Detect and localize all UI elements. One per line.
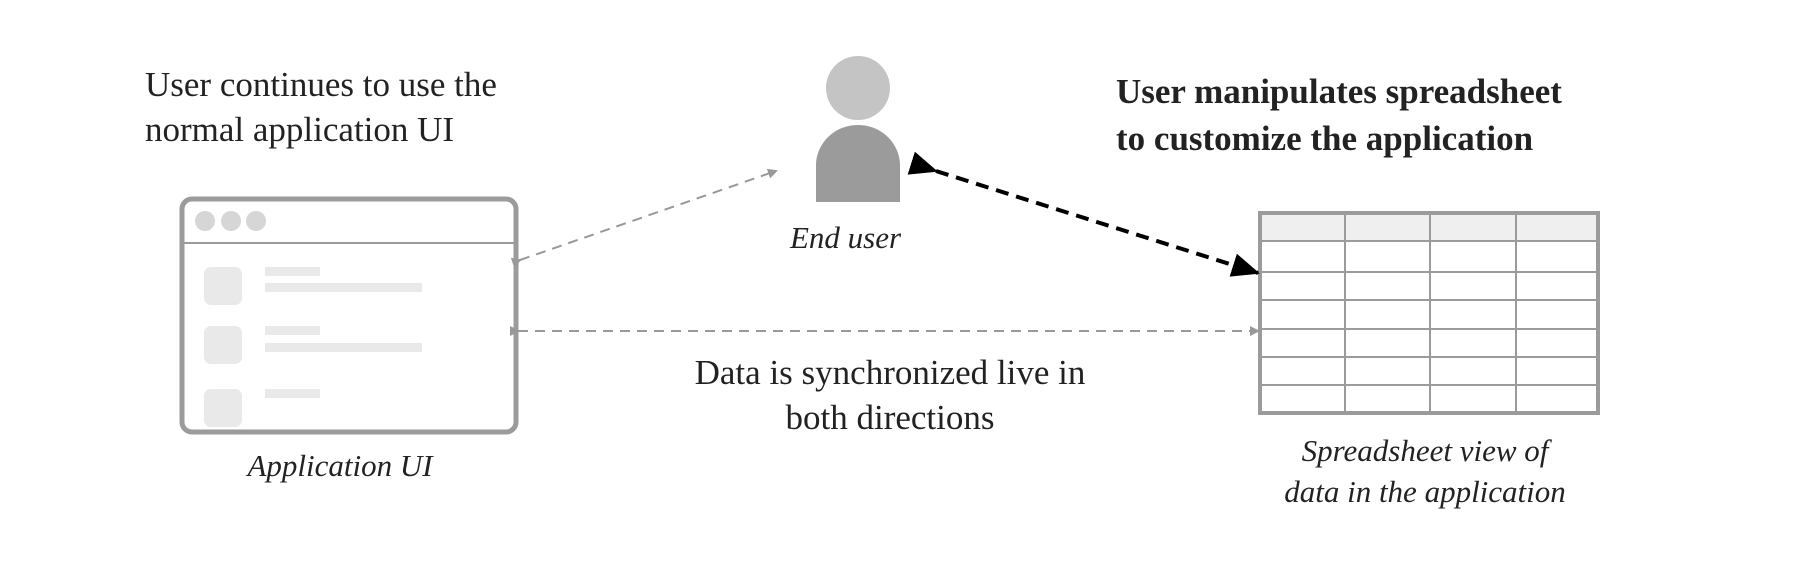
app-usage-caption-line1: User continues to use the	[145, 65, 497, 104]
window-dot-icon	[195, 211, 215, 231]
app-usage-caption-line2: normal application UI	[145, 110, 455, 149]
spreadsheet-caption: Spreadsheet view of data in the applicat…	[1235, 430, 1615, 512]
window-dot-icon	[246, 211, 266, 231]
application-ui-label: Application UI	[247, 448, 433, 483]
list-item-detail-bar	[265, 343, 422, 352]
spreadsheet-usage-caption: User manipulates spreadsheet to customiz…	[1116, 68, 1562, 162]
spreadsheet-grid	[1258, 211, 1600, 415]
spreadsheet-usage-caption-line1: User manipulates spreadsheet	[1116, 72, 1562, 111]
spreadsheet-caption-line1: Spreadsheet view of	[1301, 433, 1549, 468]
person-icon	[816, 56, 900, 202]
list-item-avatar	[204, 326, 242, 364]
window-dot-icon	[221, 211, 241, 231]
app-user-arrow	[510, 168, 778, 268]
spreadsheet-usage-caption-line2: to customize the application	[1116, 119, 1534, 158]
list-item-detail-bar	[265, 283, 422, 292]
application-window	[179, 196, 519, 435]
list-item-avatar	[204, 267, 242, 305]
sync-caption-line2: both directions	[785, 398, 995, 437]
list-item-avatar	[204, 389, 242, 427]
sync-caption: Data is synchronized live in both direct…	[640, 350, 1140, 440]
list-item-title-bar	[265, 326, 320, 335]
end-user-label: End user	[790, 220, 902, 255]
spreadsheet-caption-line2: data in the application	[1284, 474, 1566, 509]
list-item-title-bar	[265, 267, 320, 276]
list-item-title-bar	[265, 389, 320, 398]
sync-caption-line1: Data is synchronized live in	[694, 353, 1086, 392]
user-spreadsheet-arrow	[907, 151, 1260, 277]
app-usage-caption: User continues to use the normal applica…	[145, 62, 497, 152]
